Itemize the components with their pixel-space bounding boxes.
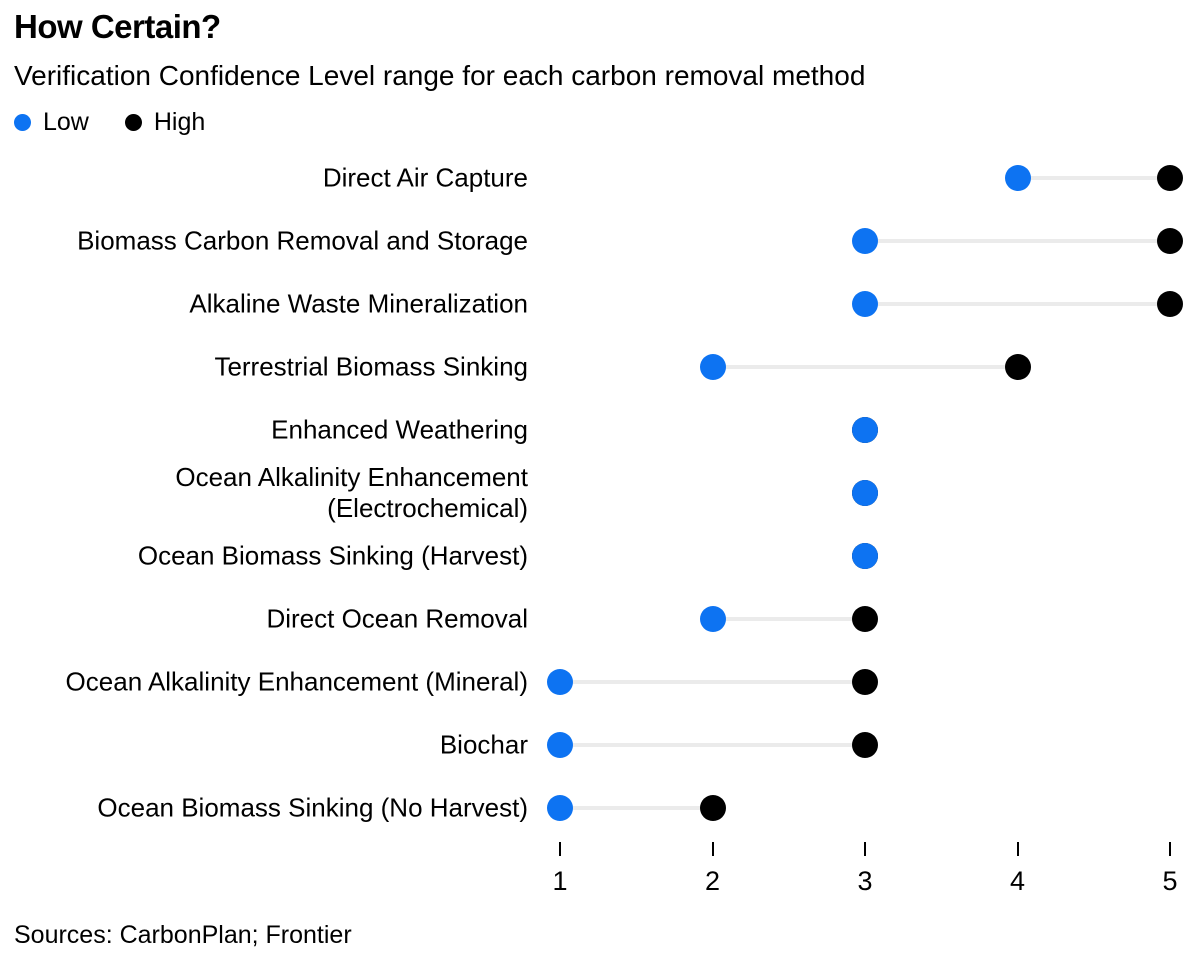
chart-row: Enhanced Weathering xyxy=(0,399,1196,462)
chart-subtitle: Verification Confidence Level range for … xyxy=(14,59,866,91)
high-dot xyxy=(852,606,878,633)
legend-item-low: Low xyxy=(14,108,89,137)
low-dot xyxy=(1004,165,1031,192)
category-label: Biomass Carbon Removal and Storage xyxy=(77,225,528,256)
legend-item-high: High xyxy=(124,107,206,137)
low-dot xyxy=(699,354,726,381)
range-connector xyxy=(865,239,1170,244)
category-label: Terrestrial Biomass Sinking xyxy=(214,351,528,382)
category-label: Ocean Alkalinity Enhancement (Mineral) xyxy=(65,666,528,697)
range-connector xyxy=(560,806,713,811)
chart-row: Biochar xyxy=(0,714,1196,777)
category-label: Ocean Biomass Sinking (No Harvest) xyxy=(97,792,528,823)
chart-row: Terrestrial Biomass Sinking xyxy=(0,336,1196,399)
chart-legend: Low High xyxy=(14,108,1182,137)
high-dot xyxy=(1157,291,1183,318)
chart-row: Ocean Alkalinity Enhancement (Mineral) xyxy=(0,651,1196,714)
range-connector xyxy=(712,365,1018,370)
legend-label-low: Low xyxy=(43,107,89,136)
low-dot xyxy=(547,669,573,696)
high-dot xyxy=(852,669,878,696)
category-label: Enhanced Weathering xyxy=(271,414,528,445)
low-dot xyxy=(852,543,878,570)
category-label: Direct Ocean Removal xyxy=(266,603,528,634)
high-dot xyxy=(699,795,726,822)
axis-tick-label: 2 xyxy=(704,865,721,896)
range-connector xyxy=(560,743,865,748)
high-dot xyxy=(1157,165,1183,192)
range-connector xyxy=(865,302,1170,307)
chart-row: Ocean Alkalinity Enhancement (Electroche… xyxy=(0,462,1196,525)
chart-row: Ocean Biomass Sinking (No Harvest) xyxy=(0,777,1196,840)
x-axis: 1 2 3 4 5 xyxy=(0,841,1196,902)
range-connector xyxy=(712,617,865,622)
category-label: Alkaline Waste Mineralization xyxy=(189,288,528,319)
sources-note: Sources: CarbonPlan; Frontier xyxy=(14,921,352,949)
low-legend-dot-icon xyxy=(14,113,31,131)
chart-row: Alkaline Waste Mineralization xyxy=(0,273,1196,336)
low-dot xyxy=(852,480,878,507)
low-dot xyxy=(547,732,573,759)
category-label: Ocean Alkalinity Enhancement (Electroche… xyxy=(175,461,528,524)
axis-tick-label: 1 xyxy=(552,865,568,896)
range-connector xyxy=(560,680,865,685)
chart-row: Direct Air Capture xyxy=(0,147,1196,210)
category-label: Direct Air Capture xyxy=(322,162,528,193)
low-dot xyxy=(852,228,878,255)
high-dot xyxy=(1157,228,1183,255)
low-dot xyxy=(852,417,878,444)
range-connector xyxy=(1017,176,1170,181)
axis-tick-mark xyxy=(1016,841,1019,856)
low-dot xyxy=(699,606,726,633)
chart-header: How Certain? Verification Confidence Lev… xyxy=(0,0,1196,137)
axis-tick-label: 5 xyxy=(1162,865,1178,896)
chart-row: Biomass Carbon Removal and Storage xyxy=(0,210,1196,273)
axis-tick-mark xyxy=(1169,841,1171,856)
page-title: How Certain? xyxy=(14,8,221,45)
chart-row: Direct Ocean Removal xyxy=(0,588,1196,651)
category-label: Ocean Biomass Sinking (Harvest) xyxy=(137,540,528,571)
axis-tick-label: 3 xyxy=(857,865,873,896)
axis-tick-mark xyxy=(864,841,866,856)
low-dot xyxy=(547,795,573,822)
high-dot xyxy=(1004,354,1031,381)
category-label: Biochar xyxy=(439,729,528,760)
high-legend-dot-icon xyxy=(124,113,142,131)
legend-label-high: High xyxy=(153,107,206,136)
low-dot xyxy=(852,291,878,318)
axis-tick-label: 4 xyxy=(1009,865,1026,896)
axis-tick-mark xyxy=(711,841,714,856)
axis-tick-mark xyxy=(559,841,561,856)
chart-row: Ocean Biomass Sinking (Harvest) xyxy=(0,525,1196,588)
high-dot xyxy=(852,732,878,759)
